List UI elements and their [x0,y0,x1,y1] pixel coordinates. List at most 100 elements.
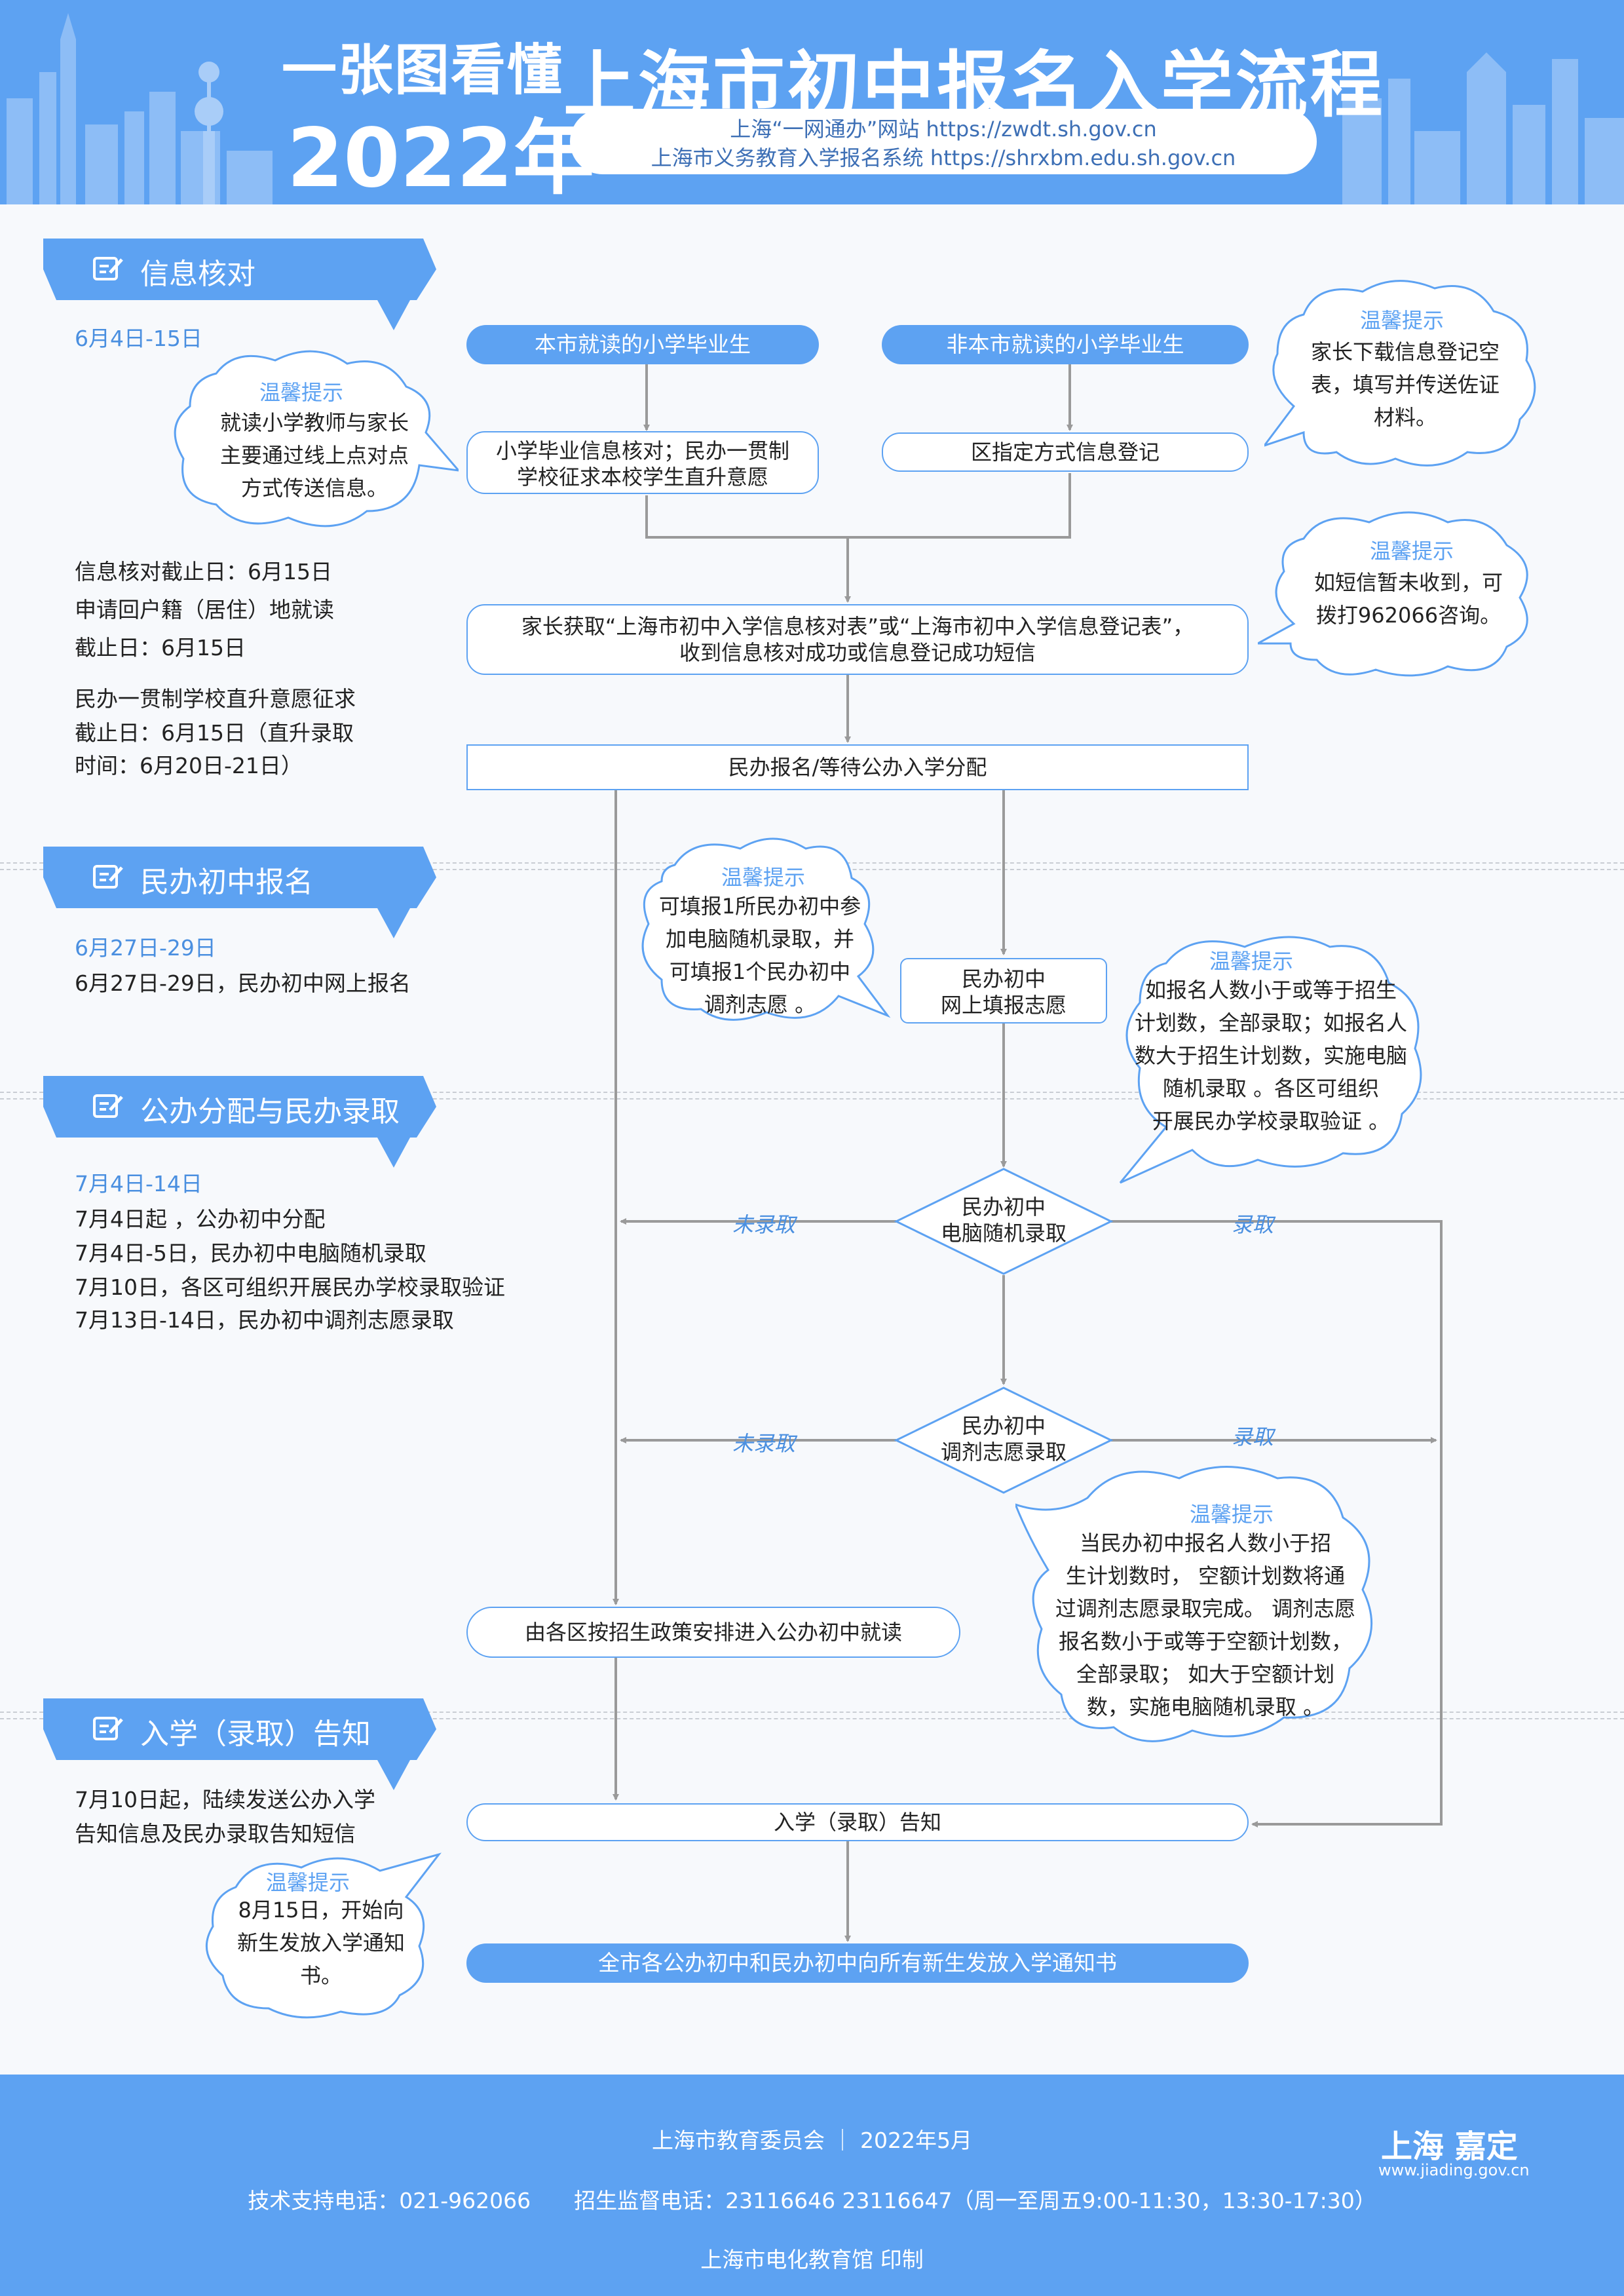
random-admit-label: 民办初中 电脑随机录取 [917,1194,1090,1246]
jiading-url[interactable]: www.jiading.gov.cn [1378,2161,1530,2179]
section-tab-private-apply: 民办初中报名 [43,847,436,938]
section-title: 公办分配与民办录取 [140,1095,400,1128]
edit-icon [93,1094,123,1118]
tip-line: 材料。 [1373,405,1437,430]
tip-title: 温馨提示 [1189,1502,1274,1527]
tip-line: 调剂志愿 。 [704,992,816,1017]
tip-line: 家长下载信息登记空 [1310,339,1500,364]
tip-line: 主要通过线上点对点 [219,443,409,468]
tip-text: 如报名人数小于或等于招生 计划数，全部录取；如报名人 数大于招生计划数，实施电脑… [1127,974,1415,1138]
adjust-admit-diamond [894,1387,1114,1494]
skyline-right-illustration [1342,52,1624,204]
tip-title: 温馨提示 [1359,308,1444,333]
s2-date: 6月27日-29日 [75,935,216,961]
tip-line: 就读小学教师与家长 [219,410,409,435]
tip-title: 温馨提示 [1369,539,1454,564]
public-assign-node: 由各区按招生政策安排进入公办初中就读 [466,1607,960,1658]
skyline-left-illustration [7,13,273,204]
footer-phones: 技术支持电话：021-962066 招生监督电话：23116646 231166… [248,2188,1376,2213]
tip-line: 生计划数时， 空额计划数将通 [1065,1563,1346,1588]
node-line: 小学毕业信息核对；民办一贯制 [495,438,789,463]
tip-line: 如报名人数小于或等于招生 [1144,978,1397,1003]
tip-text: 如短信暂未收到，可 拨打962066咨询。 [1297,566,1520,632]
section-tab-info-check: 信息核对 [43,239,436,330]
node-line: 调剂志愿录取 [940,1440,1067,1464]
tip-text: 家长下载信息登记空 表，填写并传送佐证 材料。 [1291,335,1520,434]
tip-bubble: 温馨提示 如短信暂未收到，可 拨打962066咨询。 [1258,506,1539,683]
node-line: 民办初中 [961,1195,1046,1219]
admitted-label: 录取 [1232,1425,1274,1449]
s2-line: 6月27日-29日，民办初中网上报名 [75,970,411,996]
s1-line: 申请回户籍（居住）地就读 [75,597,334,622]
tip-line: 随机录取 。各区可组织 [1162,1076,1380,1101]
tip-line: 报名数小于或等于空额计划数， [1058,1629,1352,1654]
local-verify-node: 小学毕业信息核对；民办一贯制 学校征求本校学生直升意愿 [466,431,819,494]
tip-bubble: 温馨提示 8月15日，开始向 新生发放入学通知 书。 [197,1848,445,2025]
tip-line: 计划数，全部录取；如报名人 [1134,1010,1407,1035]
s4-line: 告知信息及民办录取告知短信 [75,1821,356,1846]
tip-bubble: 温馨提示 就读小学教师与家长 主要通过线上点对点 方式传送信息。 [170,347,459,537]
tip-line: 数大于招生计划数，实施电脑 [1134,1043,1407,1068]
nonlocal-register-node: 区指定方式信息登记 [882,432,1249,472]
link-yiwangtongban[interactable]: 上海“一网通办”网站 https://zwdt.sh.gov.cn [730,117,1157,142]
not-admitted-label: 未录取 [732,1431,796,1456]
section-title: 入学（录取）告知 [140,1717,371,1751]
jiading-logo: 上海 嘉定 [1381,2128,1518,2165]
admission-notice-node: 入学（录取）告知 [466,1803,1249,1841]
s1-line: 截止日：6月15日（直升录取 [75,720,354,746]
edit-icon [93,257,123,280]
tip-title: 温馨提示 [1209,949,1293,974]
tip-bubble: 温馨提示 可填报1所民办初中参 加电脑随机录取，并 可填报1个民办初中 调剂志愿… [635,832,891,1035]
s1-date: 6月4日-15日 [75,326,202,351]
tip-title: 温馨提示 [265,1870,350,1895]
tip-text: 8月15日，开始向 新生发放入学通知 书。 [223,1894,419,1992]
tip-line: 可填报1所民办初中参 [658,894,861,919]
footer-org: 上海市教育委员会 ｜ 2022年5月 [652,2128,972,2153]
s3-date: 7月4日-14日 [75,1171,202,1196]
section-title: 信息核对 [140,258,255,291]
s3-line: 7月13日-14日，民办初中调剂志愿录取 [75,1307,454,1333]
s3-line: 7月10日，各区可组织开展民办学校录取验证 [75,1274,505,1300]
tip-line: 如短信暂未收到，可 [1313,570,1503,595]
tip-line: 方式传送信息。 [240,476,388,501]
section-divider [0,1092,1624,1093]
admitted-label: 录取 [1232,1212,1274,1237]
tip-title: 温馨提示 [259,380,343,405]
tip-title: 温馨提示 [721,865,805,890]
tip-line: 当民办初中报名人数小于招 [1079,1531,1331,1556]
tip-bubble: 温馨提示 家长下载信息登记空 表，填写并传送佐证 材料。 [1264,275,1539,478]
s1-line: 信息核对截止日：6月15日 [75,559,332,584]
tip-line: 数，实施电脑随机录取 。 [1086,1694,1325,1719]
section-tab-notice: 入学（录取）告知 [43,1698,436,1790]
tip-line: 8月15日，开始向 [238,1898,404,1923]
tip-text: 可填报1所民办初中参 加电脑随机录取，并 可填报1个民办初中 调剂志愿 。 [642,890,878,1021]
node-line: 学校征求本校学生直升意愿 [516,465,768,489]
random-admit-diamond [894,1168,1114,1275]
local-graduate-node: 本市就读的小学毕业生 [466,325,819,364]
s4-line: 7月10日起，陆续发送公办入学 [75,1787,375,1812]
private-apply-node: 民办初中 网上填报志愿 [900,958,1107,1024]
section-divider [0,1718,1624,1719]
s1-line: 截止日：6月15日 [75,635,246,660]
s1-line: 时间：6月20日-21日） [75,753,303,778]
tip-line: 书。 [299,1963,342,1988]
tip-line: 拨打962066咨询。 [1315,603,1501,628]
tip-line: 表，填写并传送佐证 [1310,372,1500,397]
header-banner: 一张图看懂 2022年 上海市初中报名入学流程 上海“一网通办”网站 https… [0,0,1624,204]
adjust-admit-label: 民办初中 调剂志愿录取 [917,1413,1090,1465]
tip-line: 加电脑随机录取，并 [665,927,854,951]
tip-text: 就读小学教师与家长 主要通过线上点对点 方式传送信息。 [190,406,439,505]
tip-line: 全部录取； 如大于空额计划 [1076,1662,1335,1687]
not-admitted-label: 未录取 [732,1212,796,1237]
tip-bubble: 温馨提示 当民办初中报名人数小于招 生计划数时， 空额计划数将通 过调剂志愿录取… [1015,1459,1382,1767]
node-line: 电脑随机录取 [940,1221,1067,1246]
node-line: 家长获取“上海市初中入学信息核对表”或“上海市初中入学信息登记表”， [521,614,1194,639]
s3-line: 7月4日起 ，公办初中分配 [75,1206,326,1232]
node-line: 民办初中 [961,1413,1046,1438]
tip-text: 当民办初中报名人数小于招 生计划数时， 空额计划数将通 过调剂志愿录取完成。 调… [1048,1527,1363,1723]
header-link-panel: 上海“一网通办”网站 https://zwdt.sh.gov.cn 上海市义务教… [570,109,1317,174]
link-enrollment-system[interactable]: 上海市义务教育入学报名系统 https://shrxbm.edu.sh.gov.… [651,145,1236,170]
footer: 上海市教育委员会 ｜ 2022年5月 技术支持电话：021-962066 招生监… [0,2075,1624,2296]
header-year: 2022年 [287,111,595,204]
